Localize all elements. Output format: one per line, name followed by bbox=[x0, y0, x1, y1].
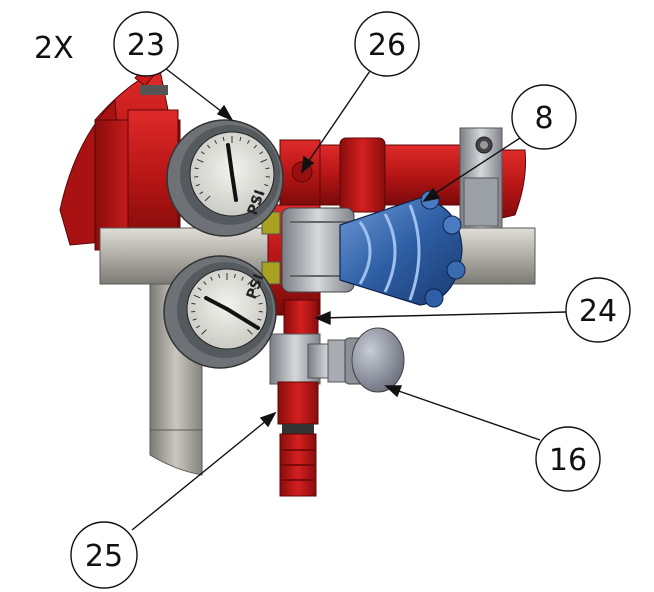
lower-gauge-needle-tail bbox=[204, 296, 229, 311]
gauge-tick bbox=[246, 139, 250, 144]
tee-fitting bbox=[269, 333, 351, 385]
pressure-cap bbox=[344, 327, 405, 393]
leader-16-arrow bbox=[384, 385, 403, 398]
callout-label-24: 24 bbox=[579, 294, 617, 329]
gauge-tick bbox=[214, 139, 218, 144]
gauge-tick bbox=[199, 191, 204, 195]
leader-16 bbox=[389, 387, 541, 441]
gauge-tick bbox=[200, 151, 205, 155]
callout-label-25: 25 bbox=[85, 539, 123, 574]
gauge-tick bbox=[253, 195, 260, 202]
regulator-bonnet bbox=[281, 207, 355, 293]
callout-label-16: 16 bbox=[549, 443, 587, 478]
clamp-bracket bbox=[459, 127, 503, 229]
quantity-label: 2X bbox=[34, 31, 74, 66]
lower-gauge-needle bbox=[225, 307, 260, 330]
gauge-tick bbox=[206, 144, 211, 149]
upper-gauge-needle bbox=[226, 143, 234, 176]
gauge-tick bbox=[195, 184, 200, 187]
gauge-tick bbox=[192, 318, 197, 321]
gauge-tick bbox=[253, 294, 261, 299]
leader-8-arrow bbox=[422, 187, 441, 203]
leader-lines bbox=[131, 67, 567, 531]
gauge-tick bbox=[247, 281, 251, 285]
leader-26 bbox=[303, 67, 373, 169]
gauge-tick bbox=[196, 325, 200, 329]
gauge-tick bbox=[222, 136, 225, 142]
gauge-tick bbox=[259, 151, 264, 155]
leader-25-arrow bbox=[259, 411, 277, 428]
upper-pressure-gauge: PSI bbox=[166, 119, 284, 237]
callout-label-8: 8 bbox=[534, 101, 553, 136]
gauge-tick bbox=[218, 273, 221, 279]
callout-balloon-23: 23 bbox=[113, 11, 179, 77]
callout-balloon-26: 26 bbox=[354, 11, 420, 77]
gauge-tick bbox=[241, 276, 244, 281]
lower-pressure-gauge: PSI bbox=[163, 255, 277, 369]
callout-label-26: 26 bbox=[368, 28, 406, 63]
leader-26-arrow bbox=[301, 155, 315, 174]
brass-fitting-lower bbox=[261, 261, 281, 285]
gauge-tick bbox=[260, 158, 268, 163]
gauge-tick bbox=[264, 184, 269, 187]
gauge-tick bbox=[191, 302, 196, 305]
upper-gauge-needle-tail bbox=[230, 172, 238, 202]
leader-23 bbox=[164, 67, 231, 119]
leader-24 bbox=[319, 311, 567, 319]
gauge-tick bbox=[257, 318, 262, 321]
upper-gauge-ticks bbox=[194, 136, 270, 202]
gauge-tick bbox=[258, 302, 263, 305]
gauge-tick bbox=[196, 158, 204, 163]
callout-balloon-25: 25 bbox=[70, 521, 138, 589]
callout-balloon-16: 16 bbox=[535, 426, 601, 492]
gauge-tick bbox=[252, 287, 257, 291]
gauge-tick bbox=[194, 167, 199, 170]
gauge-tick bbox=[253, 144, 258, 149]
gauge-tick bbox=[265, 167, 270, 170]
leader-25 bbox=[131, 415, 273, 531]
gauge-tick bbox=[233, 273, 236, 279]
blue-adjust-knob bbox=[339, 190, 466, 308]
gauge-tick bbox=[197, 287, 202, 291]
callout-label-23: 23 bbox=[127, 28, 165, 63]
leader-24-arrow bbox=[314, 310, 331, 326]
gauge-tick bbox=[260, 191, 265, 195]
bottom-coupler bbox=[277, 381, 319, 497]
gauge-tick bbox=[204, 195, 211, 202]
callout-balloon-8: 8 bbox=[511, 84, 577, 150]
leader-23-arrow bbox=[216, 104, 234, 122]
gauge-tick bbox=[247, 329, 253, 335]
gauge-tick bbox=[210, 276, 213, 281]
callout-balloon-24: 24 bbox=[565, 277, 631, 343]
gauge-tick bbox=[201, 329, 207, 335]
gauge-tick bbox=[239, 136, 242, 142]
gauge-tick bbox=[193, 294, 201, 299]
gauge-tick bbox=[203, 281, 207, 285]
leader-8 bbox=[427, 137, 521, 199]
